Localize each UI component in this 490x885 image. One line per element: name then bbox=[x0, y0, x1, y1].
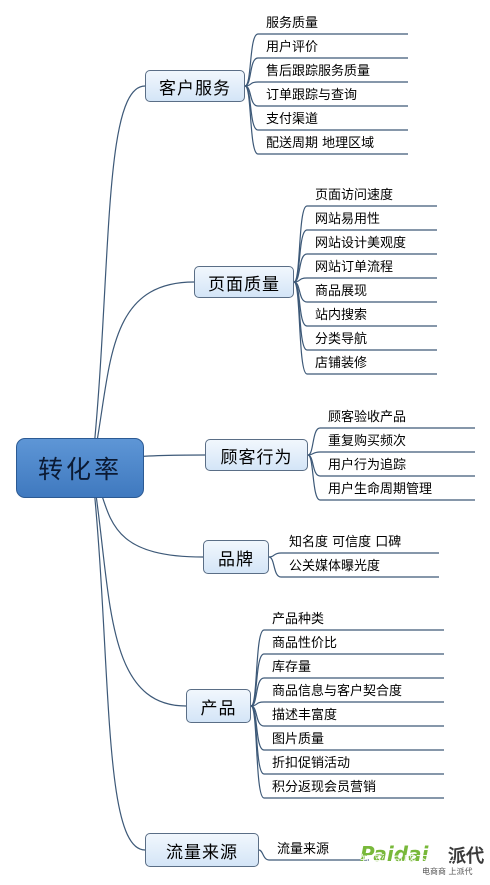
leaf-kefu-5: 配送周期 地理区域 bbox=[266, 136, 375, 151]
leaf-chanpin-2: 库存量 bbox=[272, 660, 312, 675]
leaf-pinpai-0: 知名度 可信度 口碑 bbox=[289, 535, 402, 550]
leaf-link-kefu-5 bbox=[244, 85, 408, 155]
leaf-yemian-7: 店铺装修 bbox=[315, 356, 368, 371]
leaf-guke-0: 顾客验收产品 bbox=[328, 410, 407, 425]
leaf-yemian-0: 页面访问速度 bbox=[315, 188, 394, 203]
leaf-link-yemian-7 bbox=[293, 281, 437, 375]
leaf-link-pinpai-1 bbox=[268, 556, 439, 578]
leaf-pinpai-1: 公关媒体曝光度 bbox=[289, 559, 381, 574]
branch-node-product: 产品 bbox=[186, 689, 251, 723]
leaf-link-guke-0 bbox=[307, 427, 475, 456]
watermark-overlay: 知乎 @盛下电子 bbox=[360, 854, 456, 869]
leaf-guke-3: 用户生命周期管理 bbox=[328, 482, 433, 497]
leaf-yemian-6: 分类导航 bbox=[315, 332, 368, 347]
branch-node-traffic-source: 流量来源 bbox=[145, 833, 259, 867]
leaf-link-chanpin-2 bbox=[250, 677, 444, 707]
root-link-liuliang bbox=[91, 467, 146, 851]
leaf-kefu-0: 服务质量 bbox=[266, 16, 319, 31]
leaf-kefu-2: 售后跟踪服务质量 bbox=[266, 64, 371, 79]
leaf-link-yemian-2 bbox=[293, 253, 437, 283]
watermark-sub: 电商商 上派代 bbox=[422, 867, 473, 876]
leaf-link-kefu-1 bbox=[244, 57, 408, 87]
leaf-link-liuliang-0 bbox=[258, 849, 369, 861]
leaf-yemian-5: 站内搜索 bbox=[315, 308, 368, 323]
leaf-chanpin-7: 积分返现会员营销 bbox=[272, 780, 377, 795]
leaf-link-kefu-2 bbox=[244, 81, 408, 87]
leaf-link-chanpin-7 bbox=[250, 705, 444, 799]
leaf-yemian-1: 网站易用性 bbox=[315, 212, 381, 227]
leaf-link-guke-1 bbox=[307, 451, 475, 456]
leaf-kefu-3: 订单跟踪与查询 bbox=[266, 88, 358, 103]
branch-node-brand: 品牌 bbox=[203, 540, 269, 574]
leaf-chanpin-4: 描述丰富度 bbox=[272, 708, 338, 723]
leaf-link-chanpin-3 bbox=[250, 701, 444, 707]
leaf-liuliang-0: 流量来源 bbox=[277, 842, 330, 857]
root-node: 转化率 bbox=[16, 438, 144, 498]
leaf-kefu-1: 用户评价 bbox=[266, 40, 319, 55]
leaf-link-guke-3 bbox=[307, 454, 475, 501]
watermark-logo: Paidai bbox=[360, 842, 429, 866]
branch-node-customer-service: 客户服务 bbox=[145, 70, 245, 102]
branch-node-customer-behavior: 顾客行为 bbox=[205, 439, 308, 471]
leaf-kefu-4: 支付渠道 bbox=[266, 112, 319, 127]
leaf-guke-2: 用户行为追踪 bbox=[328, 458, 407, 473]
leaf-yemian-2: 网站设计美观度 bbox=[315, 236, 407, 251]
leaf-chanpin-5: 图片质量 bbox=[272, 732, 325, 747]
leaf-chanpin-3: 商品信息与客户契合度 bbox=[272, 684, 403, 699]
leaf-chanpin-6: 折扣促销活动 bbox=[272, 756, 351, 771]
leaf-link-pinpai-0 bbox=[268, 552, 439, 558]
root-link-yemian bbox=[91, 281, 195, 469]
leaf-link-yemian-3 bbox=[293, 277, 437, 283]
watermark: Paidai 派代 知乎 @盛下电子 电商商 上派代 bbox=[356, 838, 486, 878]
leaf-chanpin-1: 商品性价比 bbox=[272, 636, 338, 651]
branch-node-page-quality: 页面质量 bbox=[194, 266, 294, 298]
leaf-yemian-4: 商品展现 bbox=[315, 284, 368, 299]
root-link-chanpin bbox=[91, 467, 187, 707]
watermark-logo-cn: 派代 bbox=[448, 846, 484, 867]
root-link-kefu bbox=[91, 85, 146, 469]
leaf-chanpin-0: 产品种类 bbox=[272, 612, 325, 627]
leaf-yemian-3: 网站订单流程 bbox=[315, 260, 394, 275]
leaf-guke-1: 重复购买频次 bbox=[328, 434, 407, 449]
